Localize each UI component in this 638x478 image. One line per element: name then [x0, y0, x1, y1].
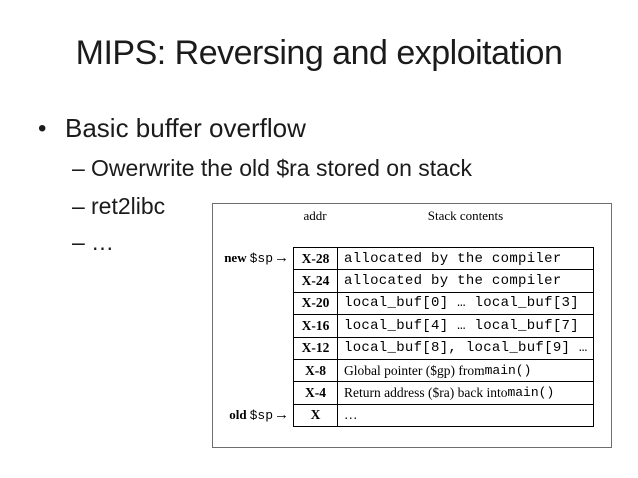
- old-sp-pointer-label: old $sp →: [229, 404, 289, 426]
- new-sp-prefix: new: [224, 250, 247, 265]
- column-header-stack-contents: Stack contents: [427, 208, 504, 223]
- slide-title: MIPS: Reversing and exploitation: [75, 34, 563, 72]
- stack-row: X-28 allocated by the compiler: [294, 248, 593, 271]
- content-cell: local_buf[8], local_buf[9] …: [344, 340, 588, 357]
- content-code: main(): [507, 385, 555, 401]
- bullet-l2-text: …: [91, 229, 114, 255]
- stack-table: X-28 allocated by the compiler X-24 allo…: [293, 247, 594, 427]
- stack-row: X-24 allocated by the compiler: [294, 270, 593, 293]
- dash-icon: –: [72, 229, 85, 255]
- content-cell: Return address ($ra) back into main(): [338, 382, 593, 403]
- content-cell: allocated by the compiler: [344, 250, 562, 267]
- content-code: main(): [484, 363, 532, 379]
- bullet-ellipsis: – …: [72, 228, 592, 256]
- content-text: Return address ($ra) back into: [344, 384, 508, 400]
- old-sp-prefix: old: [229, 407, 247, 422]
- content-cell: local_buf[4] … local_buf[7]: [344, 317, 579, 334]
- bullet-l2-text: Owerwrite the old $ra stored on stack: [91, 155, 472, 181]
- sp-register: $sp: [249, 250, 273, 266]
- addr-cell: X-12: [294, 337, 338, 359]
- stack-row: X-8 Global pointer ($gp) from main(): [294, 359, 593, 383]
- addr-cell: X-24: [294, 270, 338, 292]
- content-text: Global pointer ($gp) from: [344, 362, 485, 378]
- addr-cell: X-16: [294, 315, 338, 337]
- content-cell: …: [344, 407, 358, 423]
- dash-icon: –: [72, 155, 85, 181]
- stack-row: X-20 local_buf[0] … local_buf[3]: [294, 292, 593, 316]
- content-cell: allocated by the compiler: [344, 273, 562, 290]
- content-cell: local_buf[0] … local_buf[3]: [344, 295, 579, 312]
- stack-row: X …: [294, 404, 593, 426]
- bullet-ret2libc: – ret2libc: [72, 192, 592, 220]
- stack-row: X-4 Return address ($ra) back into main(…: [294, 382, 593, 405]
- bullet-overwrite-ra: – Owerwrite the old $ra stored on stack: [72, 154, 592, 182]
- new-sp-pointer-label: new $sp →: [224, 247, 289, 269]
- bullet-l2-text: ret2libc: [91, 193, 166, 219]
- column-header-addr: addr: [303, 208, 327, 223]
- sp-register: $sp: [249, 407, 273, 423]
- dash-icon: –: [72, 193, 85, 219]
- stack-row: X-16 local_buf[4] … local_buf[7]: [294, 315, 593, 338]
- content-cell: Global pointer ($gp) from main(): [338, 360, 593, 381]
- addr-cell: X: [294, 404, 338, 426]
- right-arrow-icon: →: [274, 406, 289, 423]
- addr-cell: X-8: [294, 359, 338, 382]
- addr-cell: X-4: [294, 382, 338, 404]
- addr-cell: X-20: [294, 292, 338, 315]
- bullet-l1-text: Basic buffer overflow: [65, 113, 306, 143]
- stack-layout-figure: addr Stack contents new $sp → old $sp → …: [212, 203, 612, 448]
- bullet-basic-buffer-overflow: • Basic buffer overflow: [38, 112, 598, 145]
- stack-row: X-12 local_buf[8], local_buf[9] …: [294, 337, 593, 360]
- addr-cell: X-28: [294, 248, 338, 270]
- bullet-dot-icon: •: [38, 115, 47, 142]
- right-arrow-icon: →: [274, 249, 289, 266]
